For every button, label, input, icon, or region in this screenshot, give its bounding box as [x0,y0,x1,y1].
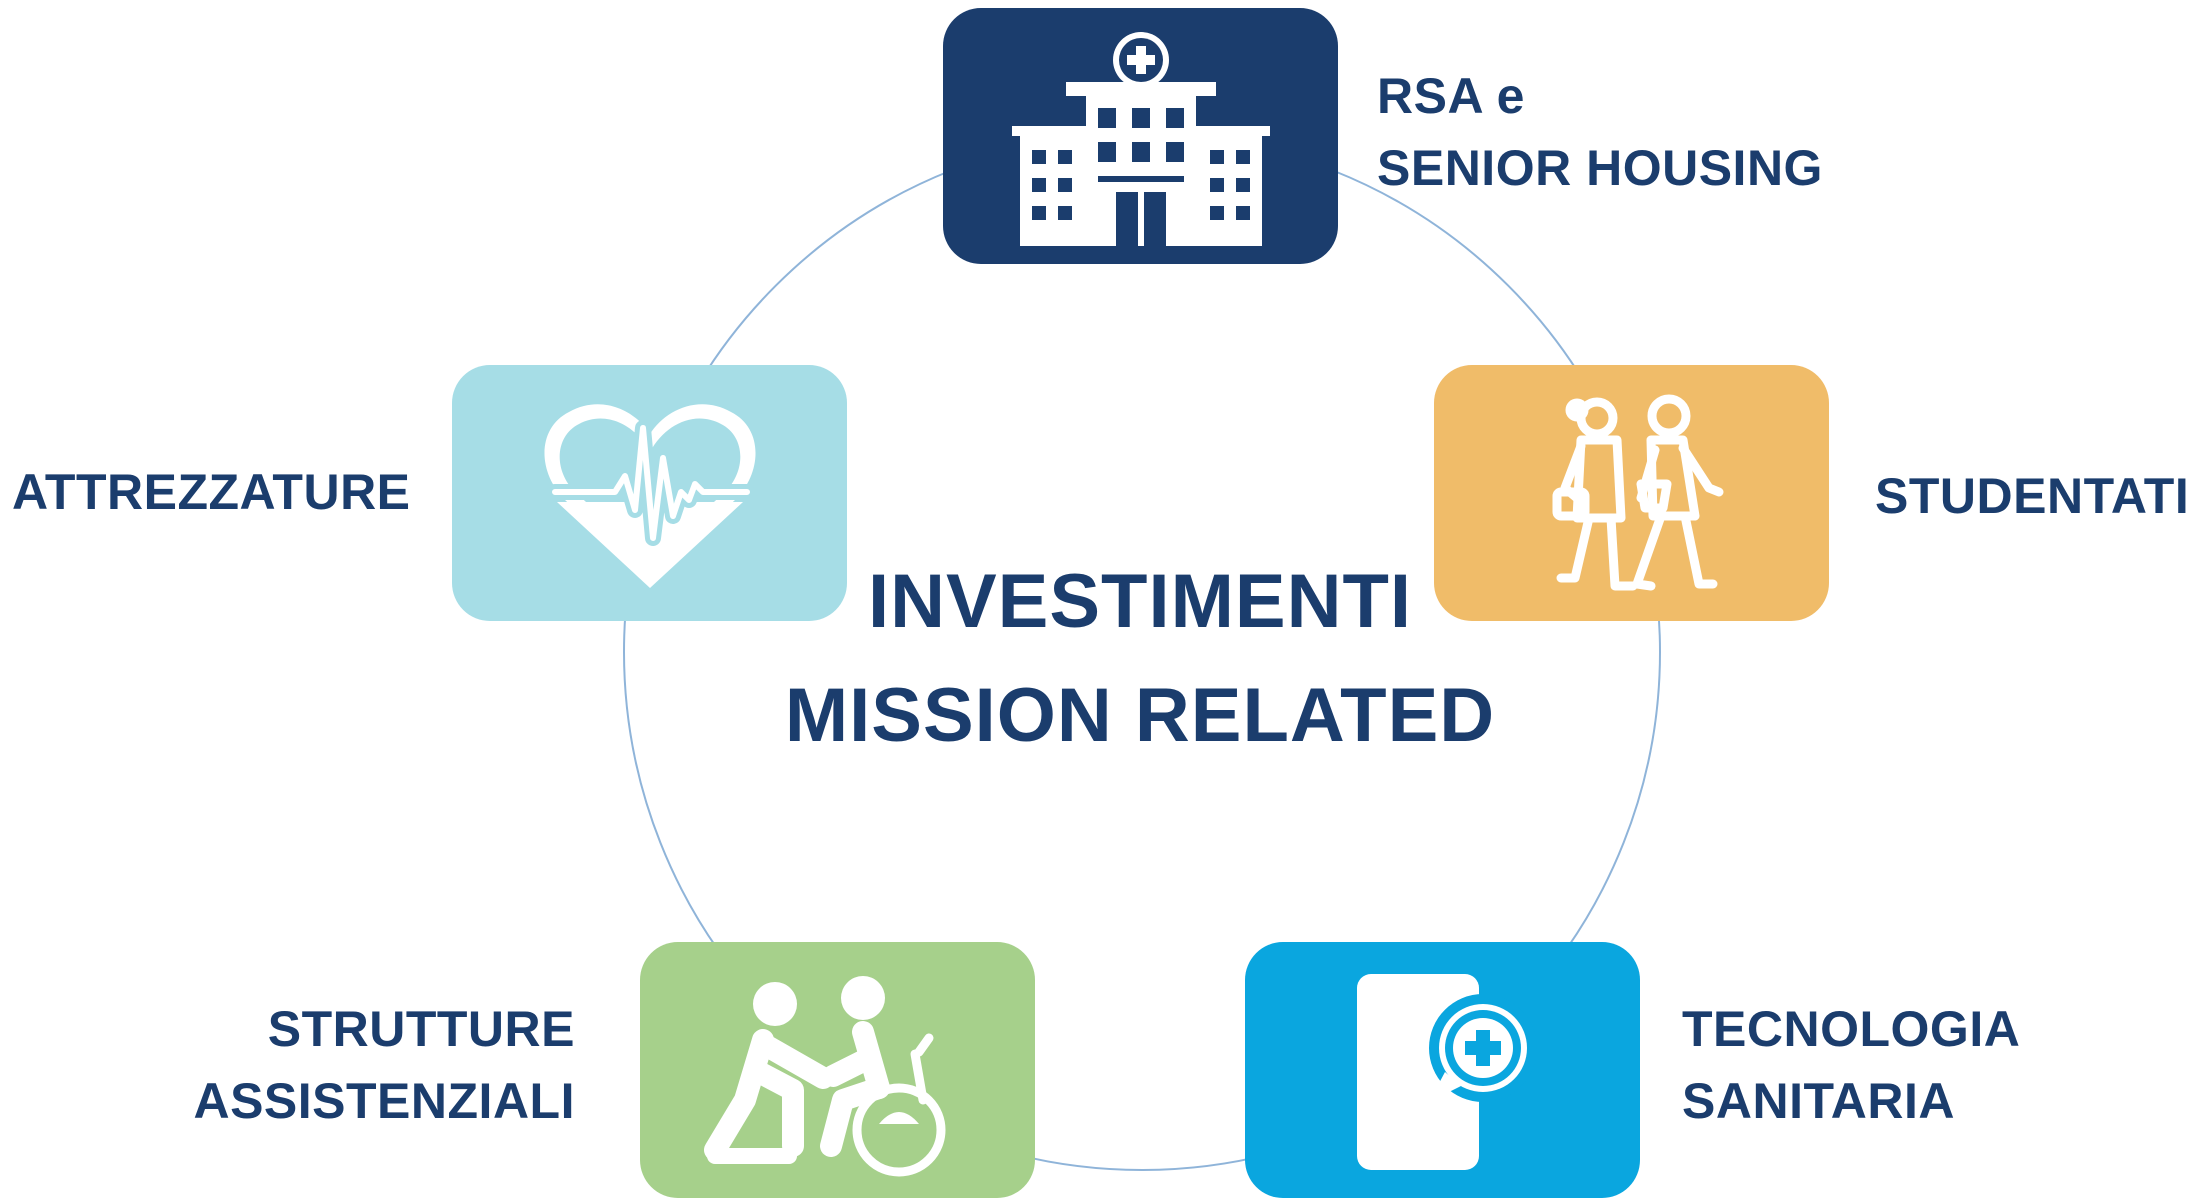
label-strutture: STRUTTURE ASSISTENZIALI [170,993,575,1137]
students-icon [1552,394,1723,591]
tile-attrezzature [452,365,847,621]
tile-tecnologia [1245,942,1640,1198]
mobile-health-icon [1356,974,1537,1170]
heartbeat-icon [543,404,756,588]
center-title-line1: INVESTIMENTI [867,559,1413,644]
tile-studentati [1434,365,1829,621]
label-rsa-line1: RSA e [1377,68,1525,124]
label-tecnologia-line1: TECNOLOGIA [1682,1001,2021,1057]
tile-strutture [640,942,1035,1198]
label-studentati: STUDENTATI [1875,460,2189,532]
label-rsa: RSA e SENIOR HOUSING [1377,60,1823,204]
center-title: INVESTIMENTI MISSION RELATED [700,545,1580,773]
tile-rsa [943,8,1338,264]
label-attrezzature: ATTREZZATURE [12,456,411,528]
label-rsa-line2: SENIOR HOUSING [1377,140,1823,196]
label-studentati-line1: STUDENTATI [1875,468,2190,524]
label-strutture-line2: ASSISTENZIALI [193,1073,575,1129]
label-strutture-line1: STRUTTURE [267,1001,575,1057]
label-tecnologia-line2: SANITARIA [1682,1073,1956,1129]
center-title-line2: MISSION RELATED [784,673,1496,758]
caregiver-wheelchair-icon [703,976,945,1177]
label-attrezzature-line1: ATTREZZATURE [12,464,411,520]
hospital-icon [1011,32,1270,246]
label-tecnologia: TECNOLOGIA SANITARIA [1682,993,2020,1137]
